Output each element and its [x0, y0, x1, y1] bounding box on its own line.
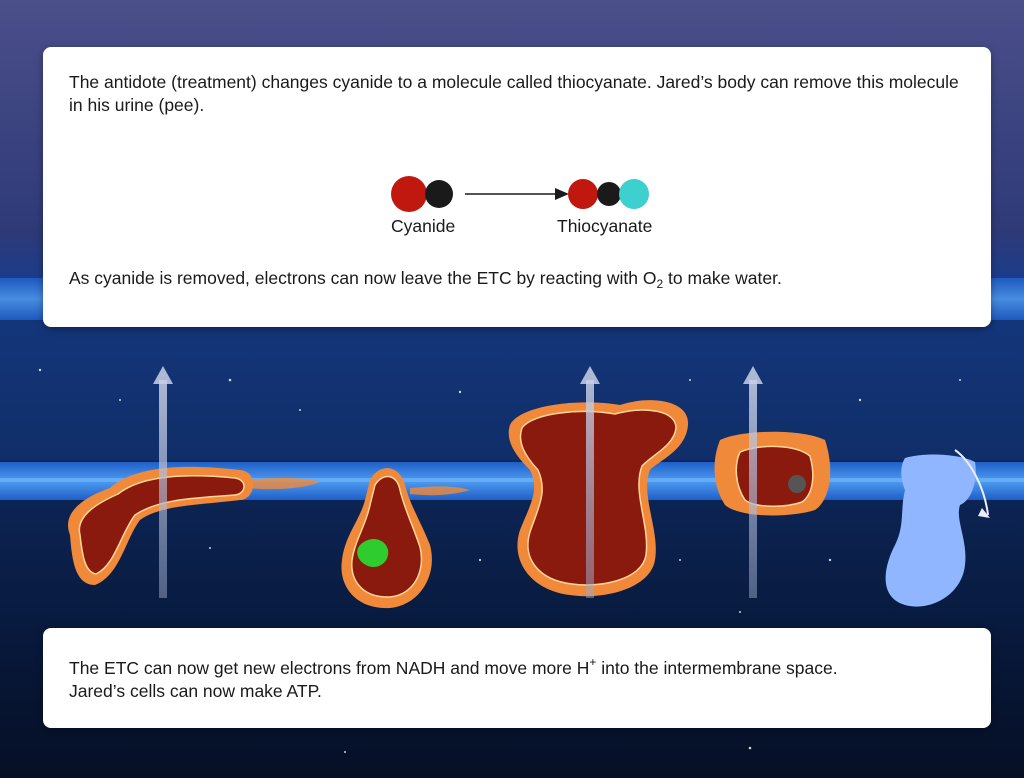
text-segment: into the intermembrane space.: [596, 658, 838, 678]
atp-synthase: [885, 449, 990, 607]
superscript-plus: +: [589, 655, 597, 669]
cyanide-molecule: [391, 176, 453, 212]
cyanide-label: Cyanide: [391, 216, 456, 236]
text-segment: The ETC can now get new electrons from N…: [69, 658, 590, 678]
info-card-top: The antidote (treatment) changes cyanide…: [43, 47, 991, 327]
text-segment: to make water.: [663, 268, 782, 288]
etc-paragraph-line-2: Jared’s cells can now make ATP.: [69, 681, 322, 701]
thiocyanate-molecule: [568, 179, 649, 209]
thiocyanate-label: Thiocyanate: [557, 216, 653, 236]
proton-arrows: [153, 366, 763, 598]
cyanide-removed-paragraph: As cyanide is removed, electrons can now…: [69, 267, 965, 290]
antidote-paragraph: The antidote (treatment) changes cyanide…: [69, 72, 959, 115]
text-segment: As cyanide is removed, electrons can now…: [69, 268, 657, 288]
background-particles: [38, 368, 961, 753]
info-card-bottom: The ETC can now get new electrons from N…: [43, 628, 991, 728]
complex-four: [714, 431, 831, 516]
etc-paragraph-line-1: The ETC can now get new electrons from N…: [69, 655, 965, 680]
subscript-two: 2: [656, 277, 664, 291]
complex-three: [508, 400, 689, 597]
reaction-diagram: Cyanide Thiocyanate: [69, 117, 965, 267]
complex-two: [341, 468, 470, 609]
reaction-arrow: [465, 188, 569, 200]
complex-one: [68, 466, 320, 585]
